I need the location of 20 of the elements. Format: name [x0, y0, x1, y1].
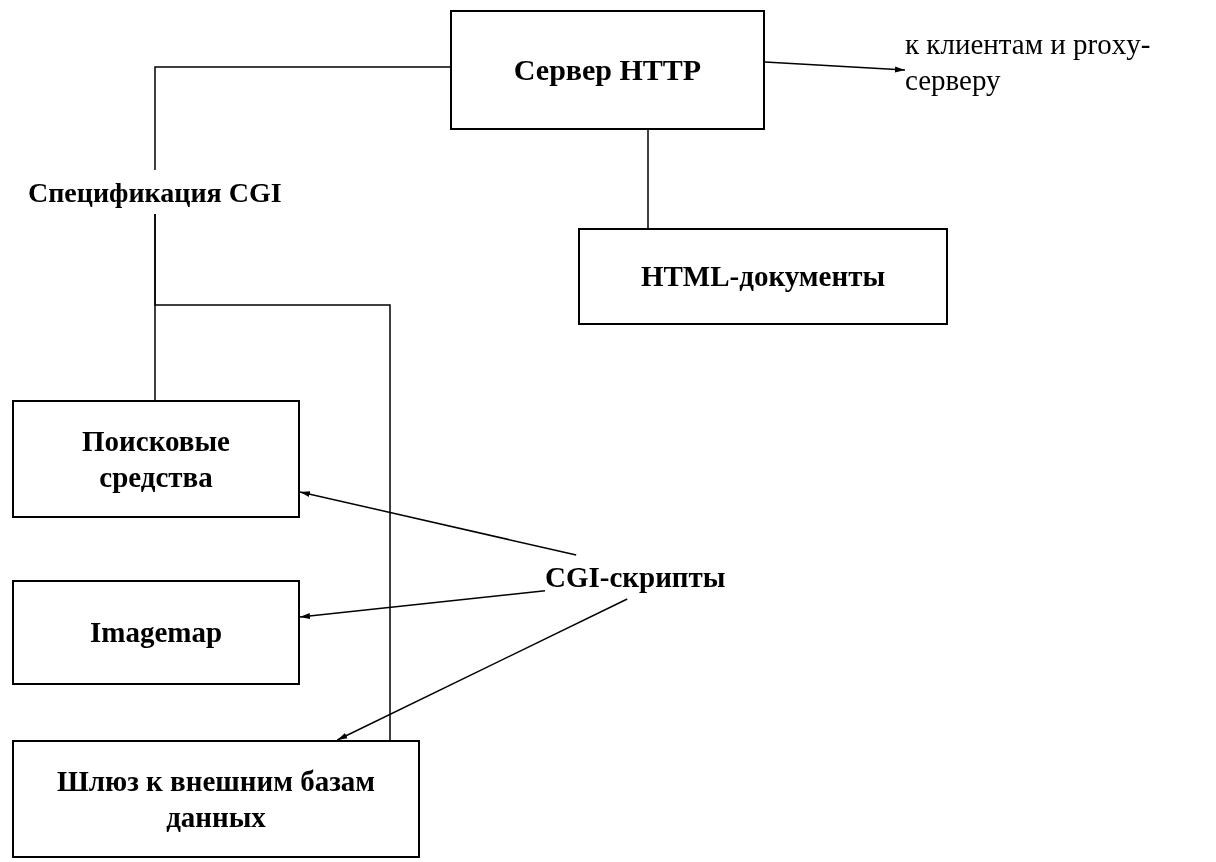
- process-box: [12, 580, 300, 685]
- arrow: [299, 491, 577, 556]
- arrow: [299, 589, 546, 619]
- box-label: HTML-документы: [640, 259, 886, 295]
- process-box: [578, 228, 948, 325]
- connector-line: [154, 213, 391, 741]
- box-label: Поисковые средства: [81, 423, 231, 495]
- arrow: [764, 61, 906, 73]
- process-box: [12, 740, 420, 858]
- box-label: Imagemap: [89, 615, 223, 651]
- text-label: CGI-скрипты: [545, 559, 726, 595]
- process-box: [12, 400, 300, 518]
- box-label: Сервер HTTP: [513, 52, 702, 89]
- text-label: к клиентам и proxy-серверу: [905, 26, 1152, 98]
- process-box: [450, 10, 765, 130]
- box-label: Шлюз к внешним базам данных: [55, 763, 377, 835]
- connector-line: [647, 129, 649, 229]
- connector-line: [154, 66, 451, 171]
- arrow: [336, 598, 628, 741]
- text-label: Спецификация CGI: [28, 175, 282, 210]
